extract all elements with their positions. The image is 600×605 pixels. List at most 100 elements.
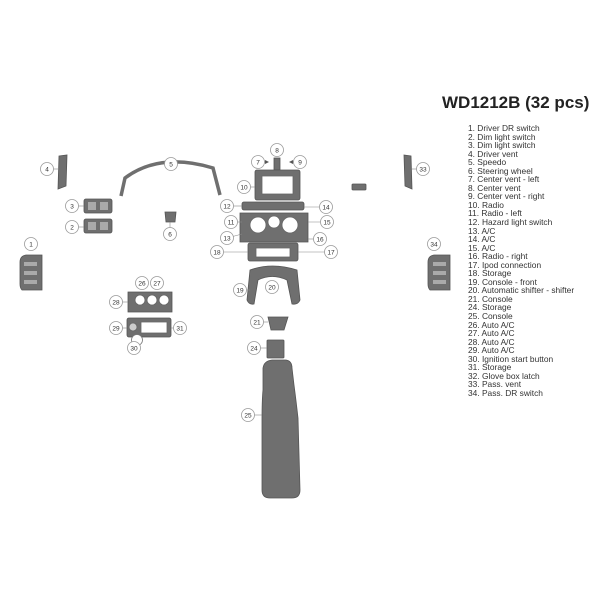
callout-number: 20 — [268, 284, 276, 291]
part-storage-frame — [247, 242, 299, 262]
callout-number: 9 — [298, 159, 302, 166]
callout-number: 21 — [253, 319, 261, 326]
legend-item: 6. Steering wheel — [468, 165, 533, 176]
callout-number: 12 — [223, 203, 231, 210]
callout-number: 14 — [322, 204, 330, 211]
callout-25: 25 — [241, 408, 255, 422]
callout-number: 10 — [240, 184, 248, 191]
callout-6: 6 — [163, 227, 177, 241]
legend-item: 32. Glove box latch — [468, 370, 540, 381]
legend-item: 19. Console - front — [468, 276, 537, 287]
part-ac-panel — [239, 212, 309, 243]
callout-11: 11 — [224, 215, 238, 229]
callout-19: 19 — [233, 283, 247, 297]
legend-item: 24. Storage — [468, 302, 512, 313]
callout-number: 27 — [153, 280, 161, 287]
legend-item: 25. Console — [468, 311, 513, 322]
callout-10: 10 — [237, 180, 251, 194]
legend-item: 11. Radio - left — [468, 208, 522, 219]
legend-item: 33. Pass. vent — [468, 379, 522, 390]
part-console-25 — [261, 359, 301, 499]
legend-item: 13. A/C — [468, 225, 496, 236]
callout-number: 5 — [169, 161, 173, 168]
part-steering-wheel — [164, 211, 177, 223]
legend-item: 15. A/C — [468, 242, 496, 253]
callout-number: 34 — [430, 241, 438, 248]
callout-21: 21 — [250, 315, 264, 329]
part-driver-dr-switch — [19, 254, 43, 291]
legend-item: 3. Dim light switch — [468, 140, 536, 151]
legend-item: 8. Center vent — [468, 182, 521, 193]
callout-15: 15 — [320, 215, 334, 229]
callout-number: 1 — [29, 241, 33, 248]
callout-9: 9 — [293, 155, 307, 169]
callout-number: 6 — [168, 231, 172, 238]
callout-5: 5 — [164, 157, 178, 171]
part-console-front — [246, 265, 301, 305]
callout-17: 17 — [324, 245, 338, 259]
callout-33: 33 — [416, 162, 430, 176]
part-glove-box-latch — [351, 183, 367, 191]
legend-item: 5. Speedo — [468, 157, 507, 168]
callout-number: 15 — [323, 219, 331, 226]
callout-26: 26 — [135, 276, 149, 290]
part-dim-light-switch-2 — [83, 218, 113, 234]
part-dim-light-switch-3 — [83, 198, 113, 214]
legend-item: 29. Auto A/C — [468, 345, 515, 356]
legend-item: 4. Driver vent — [468, 148, 518, 159]
callout-number: 13 — [223, 235, 231, 242]
arrow-icon — [289, 160, 293, 164]
callout-number: 29 — [112, 325, 120, 332]
legend-item: 12. Hazard light switch — [468, 217, 553, 228]
callout-18: 18 — [210, 245, 224, 259]
legend-item: 9. Center vent - right — [468, 191, 545, 202]
callout-number: 24 — [250, 345, 258, 352]
callout-20: 20 — [265, 280, 279, 294]
legend-item: 30. Ignition start button — [468, 353, 554, 364]
callout-2: 2 — [65, 220, 79, 234]
legend-item: 1. Driver DR switch — [468, 123, 540, 133]
callout-number: 4 — [45, 166, 49, 173]
legend-item: 18. Storage — [468, 268, 512, 279]
callout-16: 16 — [313, 232, 327, 246]
legend-item: 27. Auto A/C — [468, 328, 515, 339]
callout-number: 7 — [256, 159, 260, 166]
callout-28: 28 — [109, 295, 123, 309]
part-radio — [254, 169, 301, 201]
callout-number: 25 — [244, 412, 252, 419]
legend-item: 31. Storage — [468, 362, 512, 373]
callout-31: 31 — [173, 321, 187, 335]
legend-item: 21. Console — [468, 293, 513, 304]
callout-number: 16 — [316, 236, 324, 243]
callout-number: 31 — [176, 325, 184, 332]
part-center-vent — [273, 157, 281, 171]
callout-number: 18 — [213, 249, 221, 256]
callout-34: 34 — [427, 237, 441, 251]
part-driver-vent — [57, 154, 68, 190]
callout-number: 2 — [70, 224, 74, 231]
diagram-title: WD1212B (32 pcs) — [442, 93, 590, 112]
part-pass-vent — [403, 154, 413, 190]
callout-number: 19 — [236, 287, 244, 294]
legend-item: 7. Center vent - left — [468, 174, 540, 185]
callout-14: 14 — [319, 200, 333, 214]
part-hazard-light-switch — [241, 201, 305, 211]
callout-7: 7 — [251, 155, 265, 169]
part-auto-ac-28 — [127, 291, 173, 313]
arrow-icon — [265, 160, 269, 164]
callout-1: 1 — [24, 237, 38, 251]
callout-number: 26 — [138, 280, 146, 287]
part-storage-31 — [126, 317, 172, 338]
legend-item: 2. Dim light switch — [468, 131, 536, 142]
legend-item: 20. Automatic shifter - shifter — [468, 285, 575, 296]
part-pass-dr-switch — [427, 254, 451, 291]
callout-number: 33 — [419, 166, 427, 173]
callout-number: 17 — [327, 249, 335, 256]
callout-number: 30 — [130, 345, 138, 352]
legend-item: 10. Radio — [468, 199, 504, 210]
legend-item: 34. Pass. DR switch — [468, 387, 543, 398]
part-storage-24 — [266, 339, 285, 359]
